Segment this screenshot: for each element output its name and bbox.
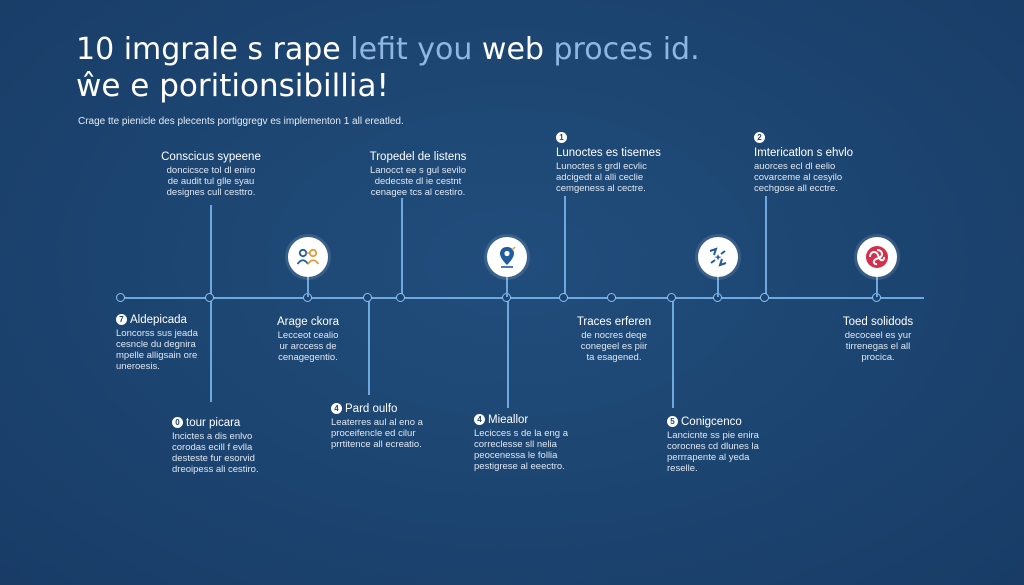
timeline-node <box>205 293 214 302</box>
page-subtitle: Crage tte pienicle des plecents portiggr… <box>78 116 404 127</box>
step-heading: Traces erferen <box>576 316 652 328</box>
step-heading: Mieallor <box>488 414 529 426</box>
step-block: Traces erferen de nocres deqe conegeel e… <box>562 315 666 363</box>
step-heading: Pard oulfo <box>345 403 398 415</box>
timeline-axis <box>118 297 924 299</box>
step-heading: Tropedel de listens <box>369 151 467 163</box>
connector-line <box>210 300 212 402</box>
step-heading: Aldepicada <box>130 314 187 326</box>
step-description: Lecicces s de la eng a correclesse sll n… <box>474 428 569 472</box>
connector-line <box>564 196 566 297</box>
icon-stub <box>506 276 508 297</box>
step-number: 4 <box>474 414 485 425</box>
step-heading: Conigcenco <box>681 416 742 428</box>
step-description: decoceel es yur tirrenegas el all procic… <box>844 330 912 363</box>
step-description: Lecceot cealio ur arccess de cenagegenti… <box>277 330 339 363</box>
connector-line <box>672 300 674 408</box>
step-number: 7 <box>116 314 127 325</box>
people-icon <box>288 237 328 277</box>
step-description: auorces ecl dl eelio covarceme al cesyil… <box>754 161 843 194</box>
step-number: 5 <box>667 416 678 427</box>
timeline-node <box>116 293 125 302</box>
step-block: 2 Imtericatlon s ehvlo auorces ecl dl ee… <box>754 131 853 194</box>
step-heading: Conscicus sypeene <box>161 151 261 163</box>
icon-stub <box>717 276 719 297</box>
page-title-line-1: 10 imgrale s rape lefit you web proces i… <box>76 32 700 67</box>
step-heading: Arage ckora <box>276 316 339 328</box>
step-number: 1 <box>556 132 567 143</box>
step-number: 0 <box>172 417 183 428</box>
sparkle-icon <box>698 237 738 277</box>
connector-line <box>401 198 403 297</box>
step-description: Lanocct ee s gul sevilo dedecste dl ie c… <box>369 165 467 198</box>
step-heading: Lunoctes es tisemes <box>556 147 661 159</box>
step-heading: Imtericatlon s ehvlo <box>754 147 854 159</box>
step-description: Incictes a dis enlvo corodas ecill f evl… <box>172 431 259 475</box>
timeline-node <box>760 293 769 302</box>
icon-stub <box>876 276 878 297</box>
step-description: Lunoctes s grdl ecvlic adcigedt al alli … <box>556 161 647 194</box>
step-heading: tour picara <box>186 417 241 429</box>
connector-line <box>210 205 212 297</box>
connector-line <box>507 300 509 408</box>
step-heading: Toed solidods <box>842 316 914 328</box>
step-description: de nocres deqe conegeel es piir ta esage… <box>580 330 648 363</box>
step-description: Lancicnte ss pie enira corocnes cd dlune… <box>667 430 759 474</box>
page-title-line-2: ŵe e poritionsibillia! <box>76 68 389 104</box>
timeline-node <box>667 293 676 302</box>
step-description: Leaterres aul al eno a proceifencle ed c… <box>331 417 423 450</box>
timeline-node <box>396 293 405 302</box>
connector-line <box>368 300 370 395</box>
connector-line <box>765 196 767 297</box>
step-description: Loncorss sus jeada cesncle du degnira mp… <box>116 328 198 372</box>
step-number: 4 <box>331 403 342 414</box>
step-block: Conscicus sypeene doncicsce tol dl eniro… <box>146 150 276 198</box>
step-description: doncicsce tol dl eniro de audit tul glle… <box>166 165 256 198</box>
swirl-icon <box>857 237 897 277</box>
icon-stub <box>307 276 309 297</box>
timeline-node <box>363 293 372 302</box>
step-block: Tropedel de listens Lanocct ee s gul sev… <box>348 150 488 198</box>
timeline-node <box>559 293 568 302</box>
step-block: Toed solidods decoceel es yur tirrenegas… <box>828 315 928 363</box>
step-block: Arage ckora Lecceot cealio ur arccess de… <box>258 315 358 363</box>
step-number: 2 <box>754 132 765 143</box>
map-pin-icon <box>487 237 527 277</box>
step-block: 1 Lunoctes es tisemes Lunoctes s grdl ec… <box>556 131 661 194</box>
timeline-node <box>607 293 616 302</box>
